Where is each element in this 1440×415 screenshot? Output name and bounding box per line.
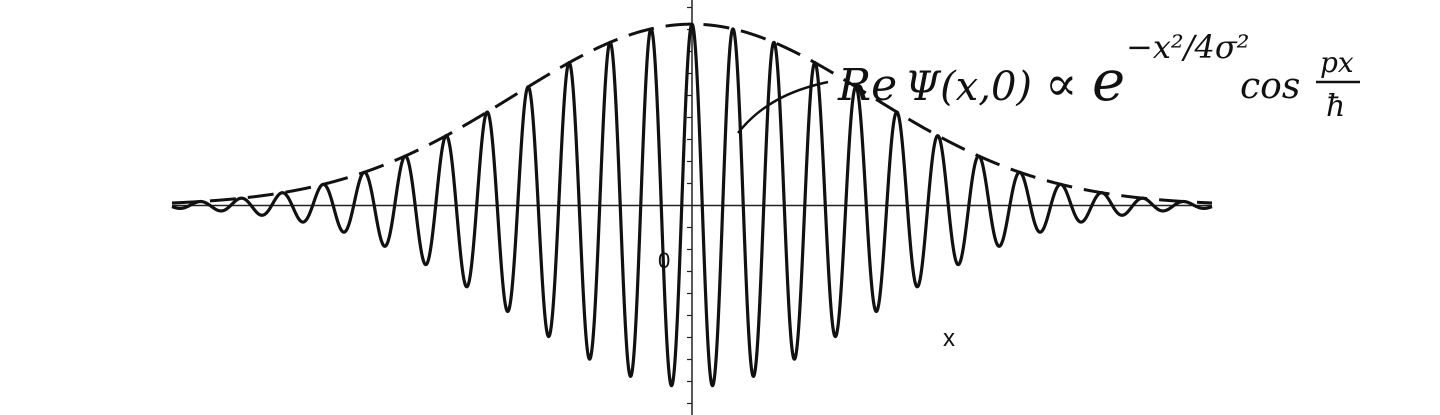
annotation-frac-numerator: px: [1320, 46, 1354, 79]
x-axis-label: x: [943, 325, 955, 352]
annotation-psi: Ψ(x,0): [905, 64, 1032, 110]
annotation-cos: cos: [1240, 66, 1300, 107]
annotation-pointer-line: [737, 80, 829, 134]
envelope-curve: [170, 22, 1214, 205]
curves: [170, 22, 1214, 388]
annotation-re: Re: [837, 60, 897, 111]
origin-label: 0: [658, 248, 670, 273]
wave-packet-curve: [170, 22, 1214, 388]
annotation-e: e: [1092, 49, 1125, 114]
annotation-frac-denominator: ħ: [1326, 89, 1345, 124]
annotation-exponent: −x²/4σ²: [1126, 28, 1250, 66]
annotation-proportional: ∝: [1045, 56, 1077, 112]
